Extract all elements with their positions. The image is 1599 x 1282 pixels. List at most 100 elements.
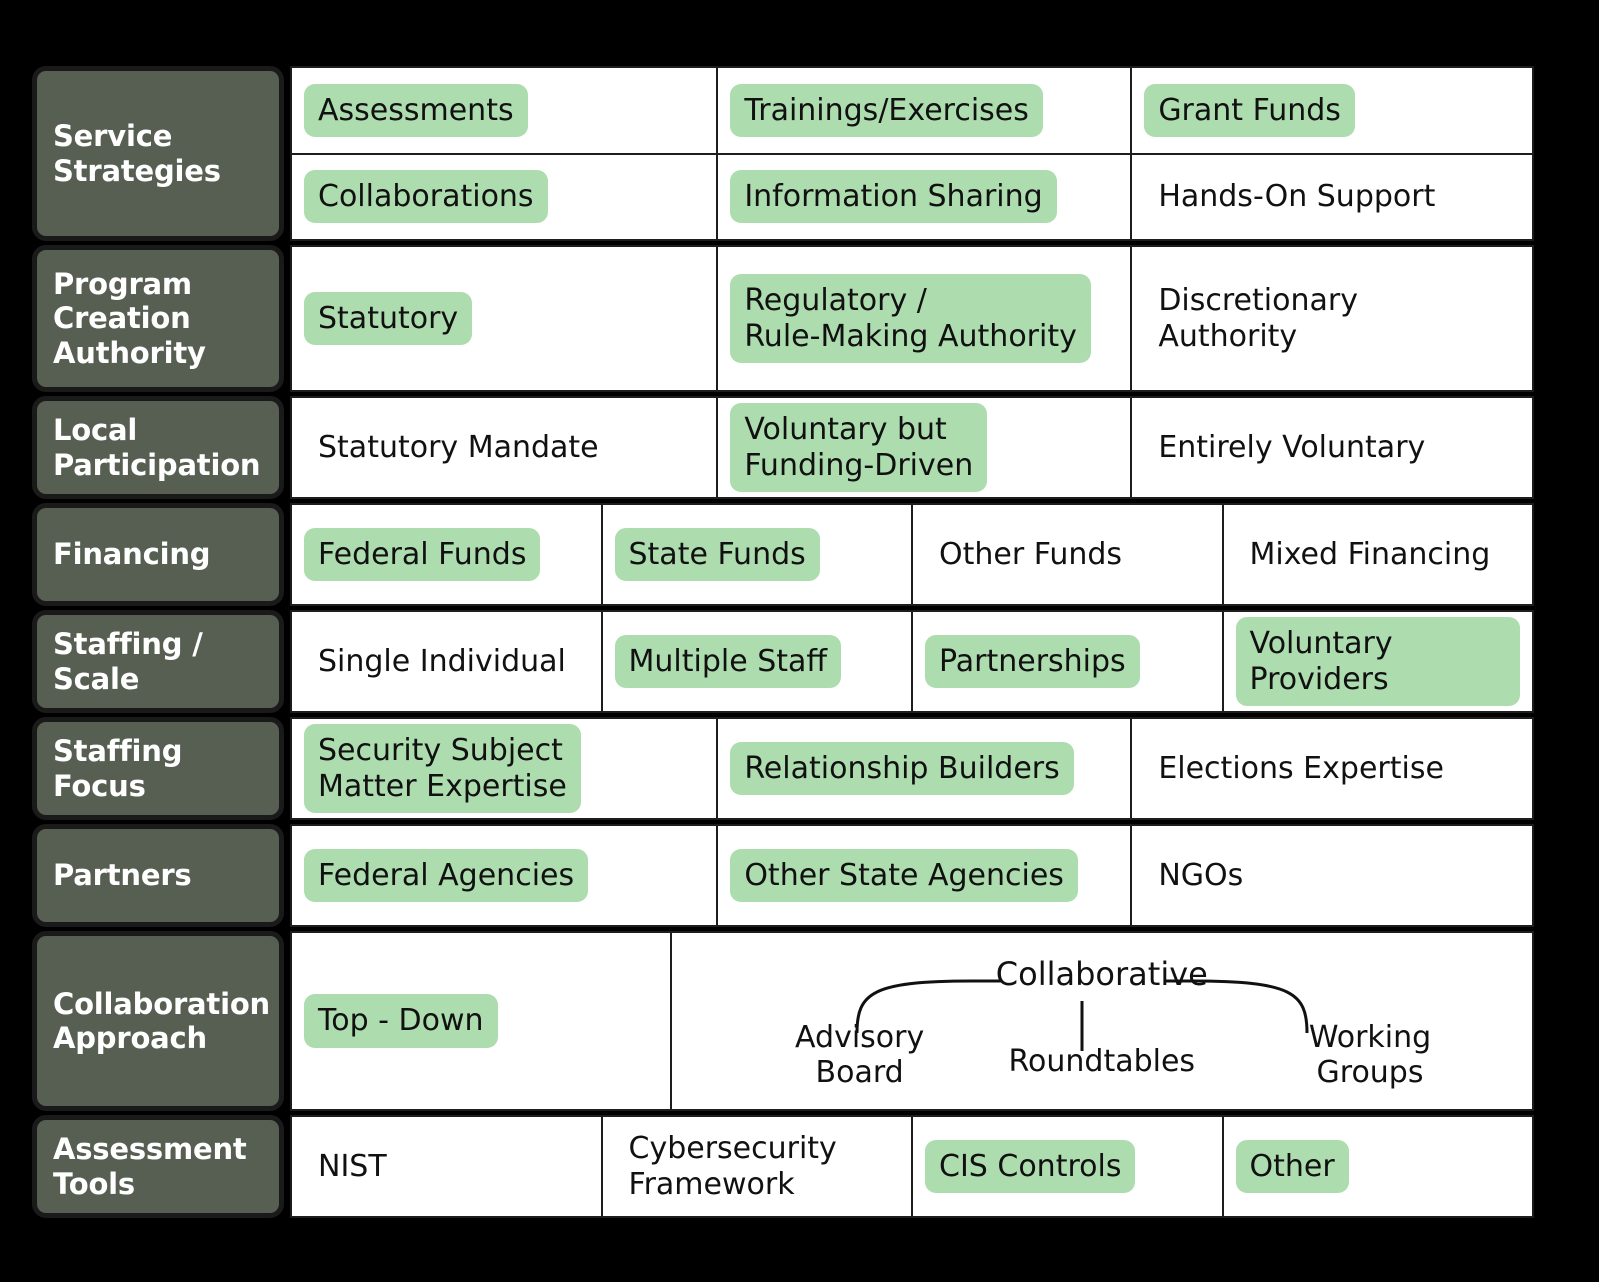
collaborative-title: Collaborative [995, 955, 1208, 993]
option-chip-selected[interactable]: Statutory [304, 291, 473, 346]
option-chip-selected[interactable]: CIS Controls [925, 1139, 1136, 1194]
matrix-cell[interactable]: Federal Funds [292, 505, 601, 604]
matrix-cell[interactable]: Single Individual [292, 612, 601, 711]
option-chip[interactable]: Cybersecurity Framework [628, 1131, 837, 1202]
option-chip[interactable]: NIST [318, 1148, 387, 1184]
option-chip-selected[interactable]: Regulatory / Rule-Making Authority [730, 274, 1091, 363]
matrix-cell[interactable]: Regulatory / Rule-Making Authority [716, 247, 1130, 390]
matrix-cell[interactable]: Entirely Voluntary [1130, 398, 1532, 497]
matrix-cell[interactable]: Other [1221, 1117, 1533, 1216]
matrix-cell[interactable]: Security Subject Matter Expertise [292, 719, 716, 818]
row-label: Local Participation [32, 396, 284, 499]
row-label-text: Staffing Focus [53, 734, 183, 803]
matrix-row-cells: NIST Cybersecurity Framework CIS Controls O… [290, 1115, 1534, 1218]
row-label: Staffing Focus [32, 717, 284, 820]
option-chip-selected[interactable]: Voluntary Providers [1235, 617, 1520, 706]
row-label-text: Partners [53, 858, 192, 893]
matrix-row-cells: Statutory Mandate Voluntary but Funding-D… [290, 396, 1534, 499]
matrix-cell[interactable]: Relationship Builders [716, 719, 1130, 818]
matrix-row: Staffing Focus Security Subject Matter Ex… [32, 717, 1534, 820]
option-chip[interactable]: Elections Expertise [1158, 750, 1444, 786]
matrix-cell[interactable]: Grant Funds [1130, 68, 1532, 153]
option-chip-selected[interactable]: Assessments [304, 83, 528, 137]
option-chip-selected[interactable]: Grant Funds [1144, 83, 1355, 137]
option-chip[interactable]: Discretionary Authority [1158, 283, 1358, 354]
matrix-cell[interactable]: Information Sharing [716, 154, 1130, 239]
collaborative-branch[interactable]: Roundtables [1008, 1044, 1196, 1079]
option-chip[interactable]: Hands-On Support [1158, 179, 1436, 215]
option-chip[interactable]: Entirely Voluntary [1158, 429, 1426, 465]
option-chip-selected[interactable]: Security Subject Matter Expertise [304, 724, 581, 813]
matrix-cell[interactable]: Other Funds [911, 505, 1222, 604]
option-chip-selected[interactable]: Federal Agencies [304, 848, 589, 903]
matrix-row-cells: Statutory Regulatory / Rule-Making Author… [290, 245, 1534, 392]
matrix-cell[interactable]: Top - Down [292, 933, 670, 1109]
matrix-subrow: Assessments Trainings/Exercises Grant Fund… [292, 68, 1532, 153]
collaborative-branch[interactable]: Working Groups [1308, 1020, 1432, 1090]
option-chip[interactable]: Statutory Mandate [318, 429, 599, 465]
matrix-cell[interactable]: Statutory Mandate [292, 398, 716, 497]
matrix-row: Service Strategies Assessments Trainings/E… [32, 66, 1534, 241]
matrix-cell[interactable]: Partnerships [911, 612, 1222, 711]
row-label-text: Financing [53, 537, 211, 572]
row-label-text: Local Participation [53, 413, 261, 482]
matrix-cell[interactable]: State Funds [600, 505, 912, 604]
matrix-row: Collaboration Approach Top - Down Collabor… [32, 931, 1534, 1111]
option-chip-selected[interactable]: Voluntary but Funding-Driven [730, 403, 988, 492]
matrix-row-cells: Federal Funds State Funds Other Funds Mixed… [290, 503, 1534, 606]
row-label: Assessment Tools [32, 1115, 284, 1218]
matrix-cell[interactable]: Federal Agencies [292, 826, 716, 925]
matrix-row: Financing Federal Funds State Funds Other F… [32, 503, 1534, 606]
row-label: Collaboration Approach [32, 931, 284, 1111]
option-chip[interactable]: Mixed Financing [1249, 536, 1491, 572]
matrix-row: Partners Federal Agencies Other State Agen… [32, 824, 1534, 927]
matrix-row: Staffing / Scale Single Individual Multipl… [32, 610, 1534, 713]
collaborative-branch[interactable]: Advisory Board [795, 1020, 925, 1090]
matrix-cell[interactable]: Statutory [292, 247, 716, 390]
matrix-cell[interactable]: Discretionary Authority [1130, 247, 1532, 390]
option-chip-selected[interactable]: Collaborations [304, 170, 548, 224]
option-chip-selected[interactable]: Other State Agencies [730, 848, 1078, 903]
option-chip-selected[interactable]: Federal Funds [304, 527, 541, 582]
matrix-cell[interactable]: Collaborations [292, 155, 716, 240]
matrix-subrow: Collaborations Information Sharing Hands-O… [292, 152, 1532, 240]
option-chip[interactable]: Single Individual [318, 643, 566, 679]
row-label-text: Staffing / Scale [53, 627, 203, 696]
option-chip-selected[interactable]: Information Sharing [730, 170, 1057, 224]
matrix-cell[interactable]: Multiple Staff [600, 612, 912, 711]
row-label: Staffing / Scale [32, 610, 284, 713]
matrix-cell[interactable]: Hands-On Support [1130, 154, 1532, 239]
matrix-cell[interactable]: Mixed Financing [1221, 505, 1533, 604]
matrix-cell[interactable]: Trainings/Exercises [716, 68, 1130, 153]
collaborative-connector-lines [855, 979, 1309, 1051]
matrix-cell[interactable]: Voluntary Providers [1221, 612, 1533, 711]
matrix-row-cells: Security Subject Matter Expertise Relatio… [290, 717, 1534, 820]
option-chip-selected[interactable]: Top - Down [304, 994, 498, 1048]
row-label: Financing [32, 503, 284, 606]
row-label-text: Service Strategies [53, 119, 221, 188]
matrix-cell[interactable]: CIS Controls [911, 1117, 1222, 1216]
matrix-row: Local Participation Statutory Mandate Volu… [32, 396, 1534, 499]
row-label-text: Assessment Tools [53, 1132, 247, 1201]
matrix-cell[interactable]: NIST [292, 1117, 601, 1216]
option-chip-selected[interactable]: Partnerships [925, 634, 1140, 689]
matrix-cell[interactable]: Voluntary but Funding-Driven [716, 398, 1130, 497]
option-chip-selected[interactable]: Relationship Builders [730, 741, 1074, 796]
option-chip-selected[interactable]: Other [1235, 1139, 1349, 1194]
option-chip-selected[interactable]: Multiple Staff [614, 634, 842, 689]
matrix-cell[interactable]: Elections Expertise [1130, 719, 1532, 818]
row-label: Service Strategies [32, 66, 284, 241]
matrix-cell[interactable]: Assessments [292, 68, 716, 153]
option-chip-selected[interactable]: Trainings/Exercises [730, 83, 1043, 137]
option-chip-selected[interactable]: State Funds [614, 527, 820, 582]
matrix-cell[interactable]: Cybersecurity Framework [600, 1117, 912, 1216]
matrix-row-cells: Federal Agencies Other State Agencies NGOs [290, 824, 1534, 927]
option-chip[interactable]: Other Funds [939, 536, 1123, 572]
option-chip[interactable]: NGOs [1158, 857, 1244, 893]
matrix-cell[interactable]: Other State Agencies [716, 826, 1130, 925]
matrix-cell[interactable]: NGOs [1130, 826, 1532, 925]
matrix-row-cells: Assessments Trainings/Exercises Grant Fund… [290, 66, 1534, 241]
